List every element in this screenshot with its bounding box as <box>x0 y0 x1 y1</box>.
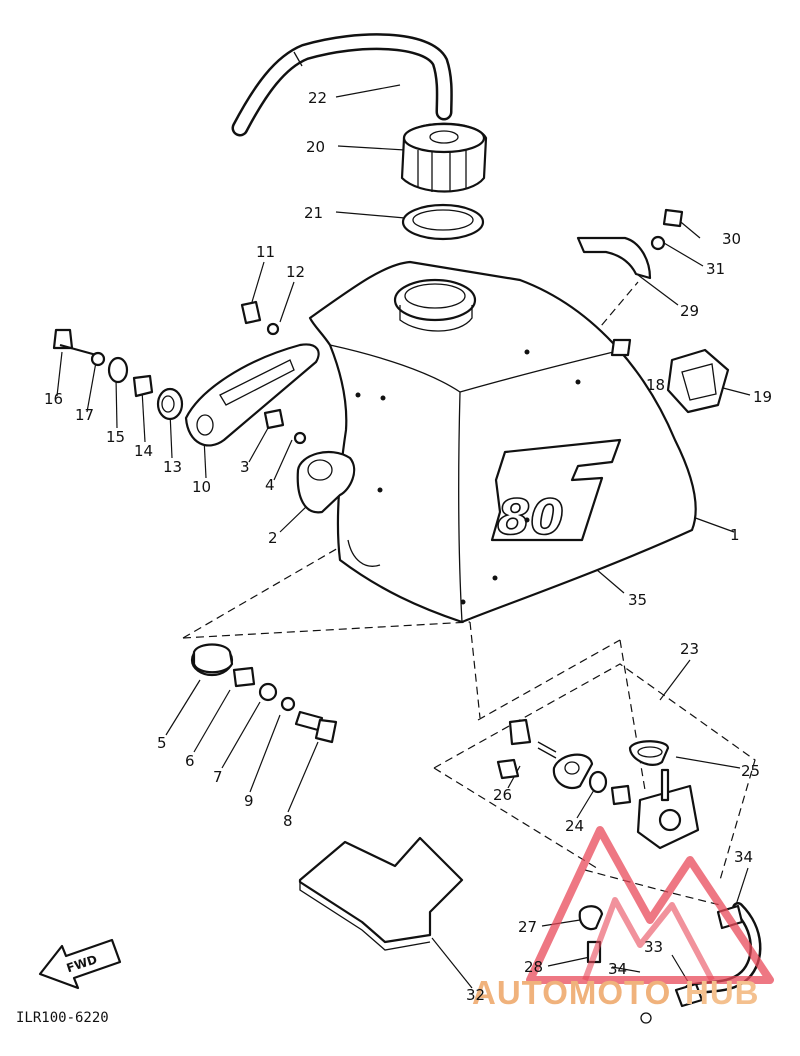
callout-5: 5 <box>157 734 167 752</box>
callout-9: 9 <box>244 792 254 810</box>
watermark-text-auto: AUTOMOTO <box>472 974 671 1011</box>
callout-21: 21 <box>304 204 323 222</box>
callout-28: 28 <box>524 958 543 976</box>
callout-6: 6 <box>185 752 195 770</box>
callout-26: 26 <box>493 786 512 804</box>
callout-2: 2 <box>268 529 278 547</box>
front-mount-hardware <box>52 300 356 514</box>
callout-14: 14 <box>134 442 153 460</box>
callout-10: 10 <box>192 478 211 496</box>
callout-25: 25 <box>741 762 760 780</box>
callout-35: 35 <box>628 591 647 609</box>
tank-pad <box>298 836 464 951</box>
callout-22: 22 <box>308 89 327 107</box>
callout-34-clip: 34 <box>608 960 627 978</box>
callout-4: 4 <box>265 476 275 494</box>
callout-labels: 1 2 3 4 5 6 7 8 9 10 11 12 13 14 15 16 1… <box>44 89 772 1004</box>
callout-29: 29 <box>680 302 699 320</box>
callout-17: 17 <box>75 406 94 424</box>
breather-hose <box>231 33 453 137</box>
callout-33: 33 <box>644 938 663 956</box>
callout-18: 18 <box>646 376 665 394</box>
callout-3: 3 <box>240 458 250 476</box>
callout-24: 24 <box>565 817 584 835</box>
callout-31: 31 <box>706 260 725 278</box>
fwd-arrow-icon: FWD <box>38 938 122 990</box>
callout-1: 1 <box>730 526 740 544</box>
fuel-cap <box>400 122 488 193</box>
callout-20: 20 <box>306 138 325 156</box>
callout-11: 11 <box>256 243 275 261</box>
callout-23: 23 <box>680 640 699 658</box>
callout-34-hose: 34 <box>734 848 753 866</box>
watermark-text-hub: HUB <box>685 974 760 1011</box>
damper-plate <box>666 348 730 414</box>
cap-gasket <box>401 203 485 241</box>
rear-mount-hardware <box>190 643 338 744</box>
callout-7: 7 <box>213 768 223 786</box>
callout-8: 8 <box>283 812 293 830</box>
callout-13: 13 <box>163 458 182 476</box>
callout-32: 32 <box>466 986 485 1004</box>
callout-19: 19 <box>753 388 772 406</box>
diagram-code: ILR100-6220 <box>16 1010 109 1026</box>
leader-lines <box>56 84 751 989</box>
rear-bracket <box>576 208 684 357</box>
tank-decal: 80 <box>490 438 622 547</box>
callout-27: 27 <box>518 918 537 936</box>
callout-15: 15 <box>106 428 125 446</box>
callout-30: 30 <box>722 230 741 248</box>
assembly-dashed-lines <box>182 281 756 906</box>
fuel-tank: 80 <box>308 260 697 624</box>
callout-12: 12 <box>286 263 305 281</box>
callout-16: 16 <box>44 390 63 408</box>
decal-text: 80 <box>497 490 564 546</box>
watermark-logo: AUTOMOTO HUB <box>472 826 774 1011</box>
